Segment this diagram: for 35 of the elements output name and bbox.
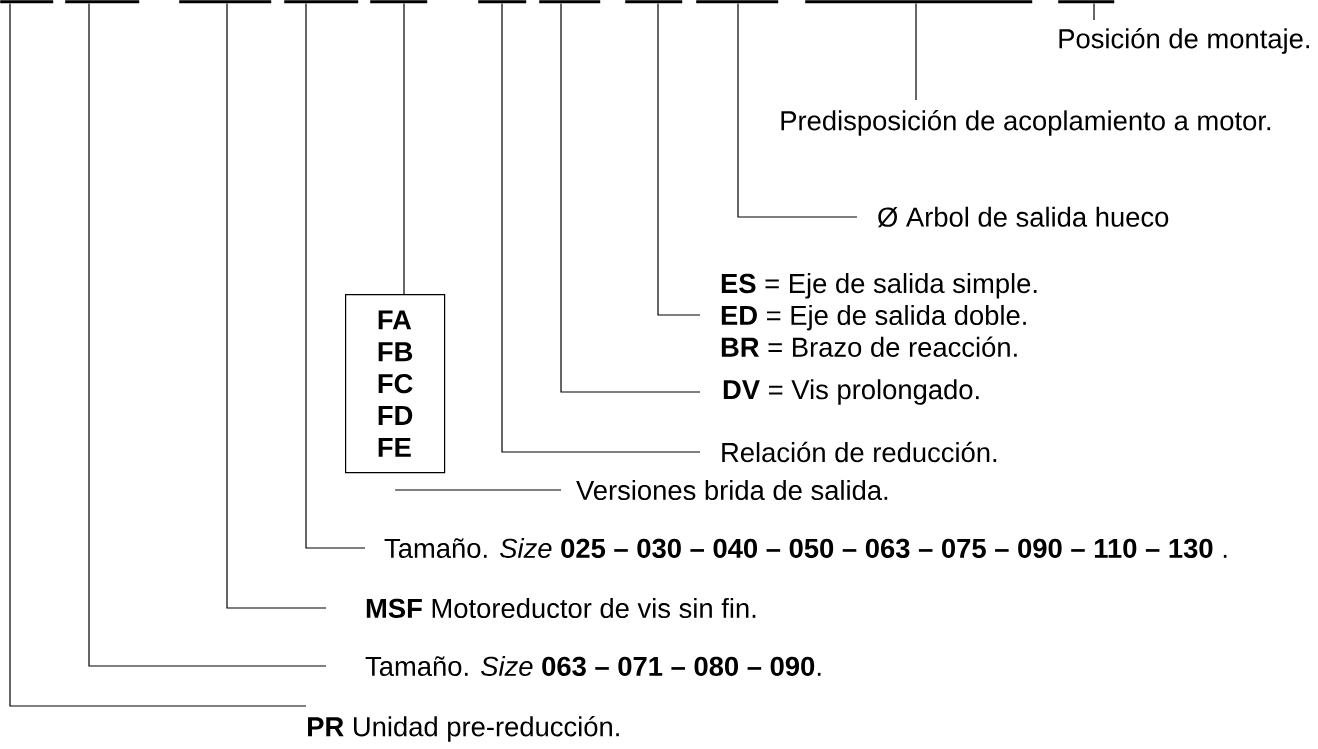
leader-line bbox=[1093, 2, 1095, 21]
leader-line bbox=[394, 489, 562, 491]
code-slot bbox=[539, 0, 601, 4]
leader-line bbox=[737, 2, 858, 218]
leader-line bbox=[403, 2, 405, 295]
description-text: PR Unidad pre-reducción. bbox=[308, 716, 619, 742]
description-text: DV = Vis prolongado. bbox=[723, 379, 979, 405]
description-text: Tamaño. Size 063 – 071 – 080 – 090. bbox=[365, 655, 821, 677]
code-slot bbox=[370, 0, 428, 4]
code-slot bbox=[284, 0, 359, 4]
leader-line bbox=[305, 2, 366, 549]
leader-line bbox=[88, 2, 327, 667]
code-slot bbox=[625, 0, 683, 4]
code-slot bbox=[478, 0, 527, 4]
description-text: MSF Motoreductor de vis sin fin. bbox=[366, 597, 756, 619]
leader-line bbox=[915, 2, 917, 101]
leader-line bbox=[657, 2, 701, 316]
description-text: Predisposición de acoplamiento a motor. bbox=[781, 110, 1271, 136]
code-slot bbox=[65, 0, 140, 4]
description-text: Relación de reducción. bbox=[722, 441, 997, 463]
description-text: Ø Arbol de salida hueco bbox=[877, 206, 1169, 228]
leader-line bbox=[501, 2, 701, 453]
code-slot bbox=[1058, 0, 1115, 4]
code-slot bbox=[805, 0, 1033, 4]
leader-line bbox=[560, 2, 701, 393]
code-slot bbox=[179, 0, 272, 4]
code-box: FA FB FC FD FE bbox=[345, 294, 446, 474]
description-text: Versiones brida de salida. bbox=[576, 479, 888, 501]
leader-line bbox=[9, 2, 307, 707]
description-text: ES = Eje de salida simple. ED = Eje de salida doble. BR = Brazo de reacción. bbox=[721, 273, 1037, 357]
leader-line bbox=[226, 2, 327, 609]
description-text: Tamaño. Size 025 – 030 – 040 – 050 – 063 – 075 – 090 – 110 – 130 . bbox=[384, 537, 1227, 559]
code-slot bbox=[696, 0, 779, 4]
description-text: Posición de montaje. bbox=[1059, 28, 1309, 54]
code-slot bbox=[0, 0, 54, 4]
